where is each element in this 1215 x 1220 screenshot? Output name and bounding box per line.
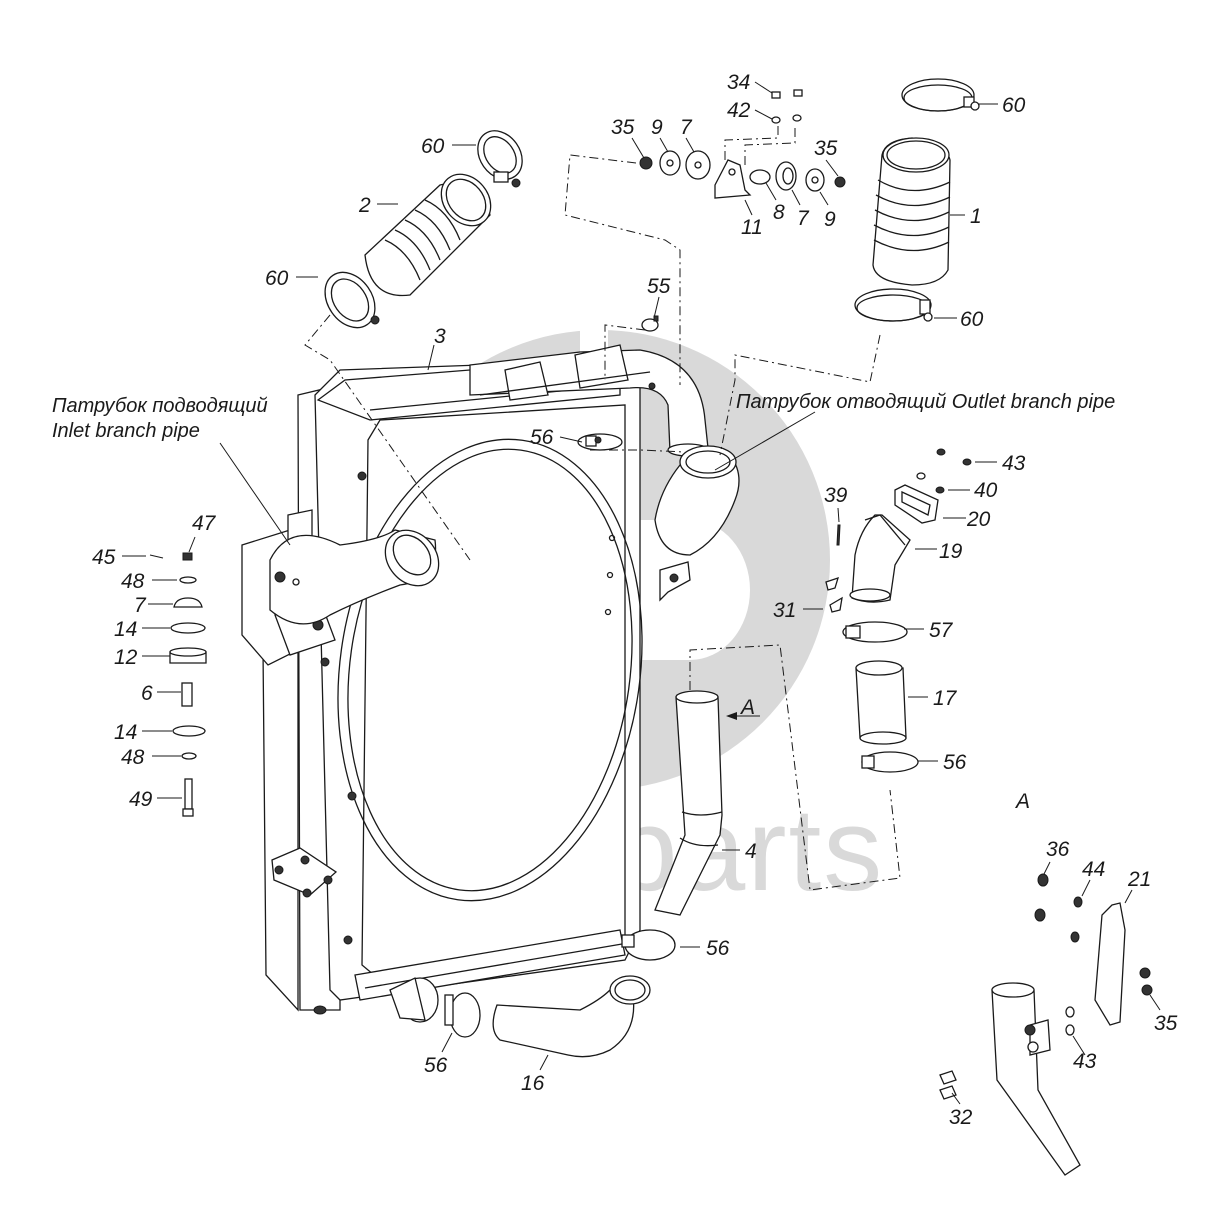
callout-42: 42: [727, 99, 751, 122]
callout-7: 7: [797, 207, 810, 230]
callout-35: 35: [814, 137, 838, 160]
bolt-31b: [829, 596, 843, 613]
outlet-branch-pipe: [654, 445, 740, 602]
callout-6: 6: [141, 682, 153, 705]
callout-56: 56: [530, 426, 554, 449]
callout-12: 12: [114, 646, 138, 669]
callout-48: 48: [121, 570, 145, 593]
callout-19: 19: [939, 540, 963, 563]
bolt-31a: [825, 576, 839, 591]
bracket-11: [714, 159, 752, 199]
right-elbow-group: [825, 448, 972, 773]
sleeve-17: [855, 667, 907, 739]
callout-56: 56: [706, 937, 730, 960]
mount-hardware-group: [639, 89, 846, 199]
callout-47: 47: [192, 512, 217, 535]
callouts: 60 2 60 3 34 42 35 9 7 11 8 7 9 35 60 1 …: [92, 71, 1178, 1129]
callout-43: 43: [1073, 1050, 1097, 1073]
clamp-56-top: [577, 433, 623, 451]
clamp-56-bottom: [449, 992, 481, 1038]
callout-32: 32: [949, 1106, 973, 1129]
bracket-21: [1094, 902, 1126, 1026]
callout-36: 36: [1046, 838, 1070, 861]
elbow-pipe-16: [492, 989, 635, 1058]
radiator-assembly: [241, 357, 643, 1023]
clamp-55: [641, 315, 659, 332]
callout-60: 60: [265, 267, 289, 290]
bolt-32a: [939, 1070, 957, 1085]
callout-14: 14: [114, 618, 137, 641]
callout-44: 44: [1082, 858, 1105, 881]
bottom-pipe-group: [444, 929, 676, 1058]
callout-8: 8: [773, 201, 785, 224]
hose-1-group: [854, 78, 980, 322]
callout-35: 35: [611, 116, 635, 139]
isolator-stack: [149, 552, 207, 817]
detail-view-a: [939, 873, 1153, 1176]
detail-pipe-4: [991, 989, 1081, 1176]
callout-60: 60: [1002, 94, 1026, 117]
callout-40: 40: [974, 479, 998, 502]
caption-outlet: Патрубок отводящий Outlet branch pipe: [736, 391, 1115, 413]
callout-7: 7: [680, 116, 693, 139]
radiator-core: [361, 404, 626, 981]
pipe-4-body: [654, 696, 723, 916]
callout-11: 11: [741, 216, 763, 239]
callout-43: 43: [1002, 452, 1026, 475]
hose-2-group: [324, 130, 523, 329]
clamp-60-upper: [477, 130, 523, 180]
callout-9: 9: [651, 116, 663, 139]
callout-35: 35: [1154, 1012, 1178, 1035]
callout-3: 3: [434, 325, 446, 348]
caption-inlet-en: Inlet branch pipe: [52, 420, 200, 442]
callout-20: 20: [966, 508, 991, 531]
mounting-plate: [271, 847, 338, 896]
clamp-60-lower: [324, 271, 376, 329]
gasket-20: [894, 484, 939, 524]
callout-4: 4: [745, 840, 757, 863]
bolt-32b: [939, 1085, 957, 1100]
callout-21: 21: [1127, 868, 1151, 891]
callout-57: 57: [929, 619, 954, 642]
inlet-branch-pipe: [269, 529, 440, 625]
callout-9: 9: [824, 208, 836, 231]
detail-view-title: A: [1014, 790, 1030, 813]
callout-56: 56: [424, 1054, 448, 1077]
callout-60: 60: [960, 308, 984, 331]
callout-17: 17: [933, 687, 958, 710]
callout-31: 31: [773, 599, 796, 622]
callout-1: 1: [970, 205, 982, 228]
callout-55: 55: [647, 275, 671, 298]
callout-48: 48: [121, 746, 145, 769]
callout-34: 34: [727, 71, 750, 94]
leader-lines: [122, 81, 1161, 1105]
callout-45: 45: [92, 546, 116, 569]
callout-39: 39: [824, 484, 848, 507]
callout-49: 49: [129, 788, 153, 811]
view-arrow-label: A: [739, 696, 755, 719]
callout-2: 2: [358, 194, 371, 217]
callout-16: 16: [521, 1072, 545, 1095]
callout-56: 56: [943, 751, 967, 774]
fan-shroud-ring: [337, 438, 643, 902]
callout-7: 7: [134, 594, 147, 617]
pipe-4: [654, 690, 723, 916]
assembly-lines: [304, 154, 901, 891]
callout-60: 60: [421, 135, 445, 158]
caption-inlet-ru: Патрубок подводящий: [52, 395, 268, 417]
callout-14: 14: [114, 721, 137, 744]
